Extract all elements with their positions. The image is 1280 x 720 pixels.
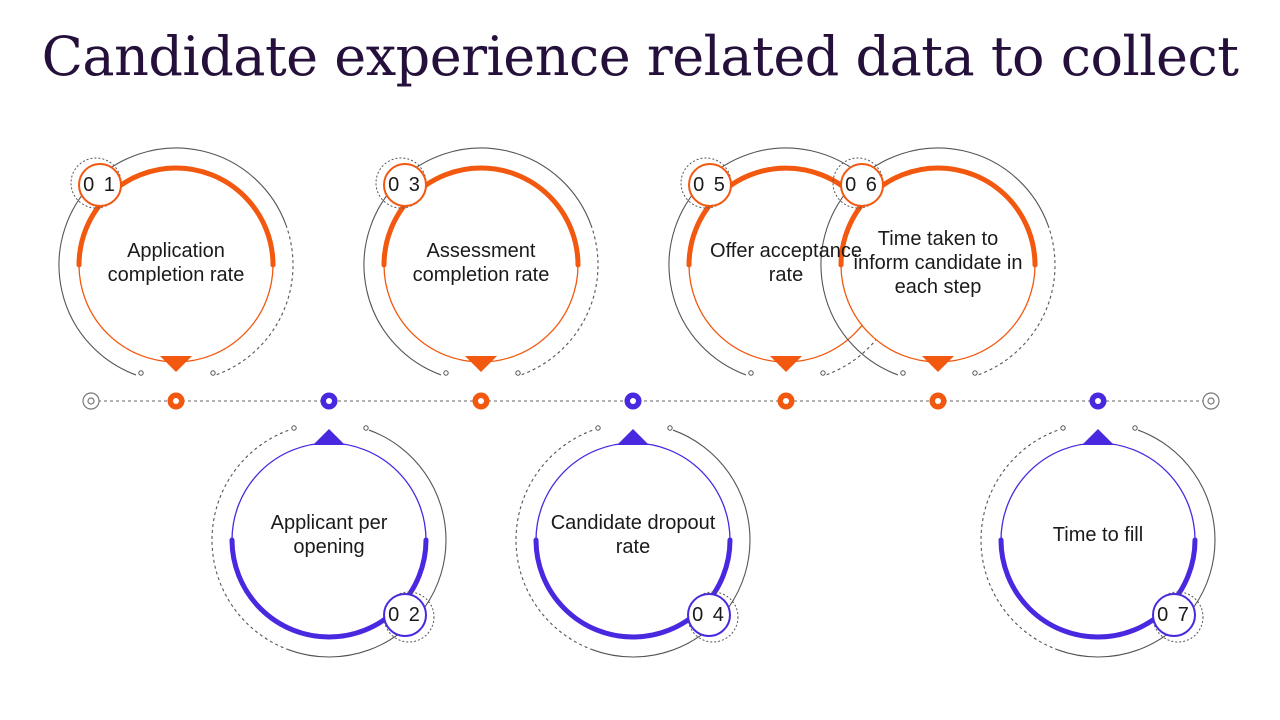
number-badge: 0 3: [383, 163, 427, 207]
ring-end-dot: [972, 370, 978, 376]
page-title: Candidate experience related data to col…: [41, 25, 1239, 88]
ring-end-dot: [820, 370, 826, 376]
ring-end-dot: [210, 370, 216, 376]
ring-end-dot: [900, 370, 906, 376]
ring-end-dot: [1132, 425, 1138, 431]
ring-end-dot: [443, 370, 449, 376]
ring-end-dot: [363, 425, 369, 431]
timeline-item-2: [211, 392, 447, 658]
ring-end-dot: [291, 425, 297, 431]
timeline-node-center: [1095, 398, 1101, 404]
ring-end-dot: [1060, 425, 1066, 431]
timeline-node-center: [783, 398, 789, 404]
item-outer-ring-dashed: [977, 224, 1056, 376]
timeline-end-marker: [1202, 392, 1220, 410]
ring-end-dot: [595, 425, 601, 431]
timeline-item-3: [363, 147, 599, 410]
timeline-start-marker: [82, 392, 100, 410]
pointer-triangle: [1082, 429, 1114, 445]
ring-end-dot: [667, 425, 673, 431]
item-label: Time to fill: [1052, 524, 1144, 546]
item-accent-arc: [229, 537, 429, 640]
number-badge: 0 1: [78, 163, 122, 207]
pointer-triangle: [313, 429, 345, 445]
number-badge: 0 7: [1152, 593, 1196, 637]
ring-end-dot: [138, 370, 144, 376]
timeline-node-center: [326, 398, 332, 404]
timeline-node-center: [630, 398, 636, 404]
item-label: Applicant per opening: [270, 512, 388, 558]
number-badge: 0 4: [687, 593, 731, 637]
item-accent-arc: [533, 537, 733, 640]
pointer-triangle: [770, 356, 802, 372]
number-badge-halo: [383, 591, 435, 643]
item-outer-ring-dashed: [520, 224, 599, 376]
ring-end-dot: [515, 370, 521, 376]
number-badge-halo: [687, 591, 739, 643]
item-accent-arc: [76, 165, 276, 268]
timeline-item-7: [980, 392, 1216, 658]
item-label: Candidate dropout rate: [550, 512, 716, 558]
number-badge-halo: [1152, 591, 1204, 643]
item-outer-ring-lower: [1057, 649, 1139, 658]
pointer-triangle: [922, 356, 954, 372]
timeline-node-center: [478, 398, 484, 404]
timeline-item-4: [515, 392, 751, 658]
timeline-node-center: [935, 398, 941, 404]
timeline-node-center: [173, 398, 179, 404]
timeline-item-1: [58, 147, 294, 410]
item-label: Time taken to inform candidate in each s…: [853, 228, 1023, 298]
item-label: Application completion rate: [107, 240, 245, 286]
number-badge: 0 6: [840, 163, 884, 207]
pointer-triangle: [465, 356, 497, 372]
item-label: Assessment completion rate: [412, 240, 550, 286]
pointer-triangle: [160, 356, 192, 372]
item-accent-arc: [998, 537, 1198, 640]
item-outer-ring-dashed: [215, 224, 294, 376]
item-label: Offer acceptance rate: [710, 240, 862, 286]
ring-end-dot: [748, 370, 754, 376]
number-badge: 0 2: [383, 593, 427, 637]
item-accent-arc: [381, 165, 581, 268]
number-badge: 0 5: [688, 163, 732, 207]
pointer-triangle: [617, 429, 649, 445]
item-accent-arc: [838, 165, 1038, 268]
item-outer-ring-lower: [592, 649, 674, 658]
item-outer-ring-lower: [288, 649, 370, 658]
